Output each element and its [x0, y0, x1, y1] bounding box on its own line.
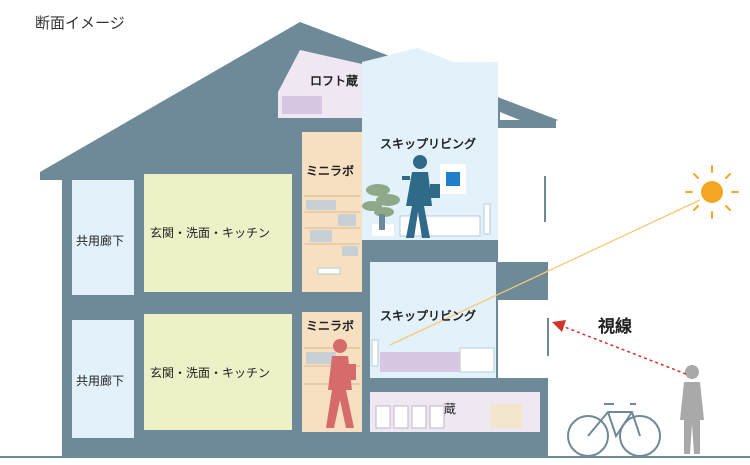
lab-shelves-upper — [304, 195, 360, 245]
lab-books-upper — [306, 200, 358, 256]
room-corridor-lower — [72, 320, 134, 438]
diagram-title: 断面イメージ — [35, 14, 125, 32]
person-lower — [326, 339, 356, 428]
label-sightline: 視線 — [598, 317, 632, 337]
desk-lower — [380, 352, 460, 372]
storage-boxes — [375, 405, 445, 429]
lamp-upper — [483, 203, 491, 235]
sightline-arrow — [561, 325, 687, 375]
room-skip-living-upper-roof — [362, 48, 498, 80]
sofa-lower — [459, 347, 495, 373]
room-corridor-upper — [72, 180, 134, 295]
label-skip-living-lower: スキップリビング — [380, 309, 477, 323]
sun-icon — [685, 165, 739, 219]
person-upper — [402, 155, 440, 238]
label-corridor-lower: 共用廊下 — [76, 374, 125, 388]
room-entrance-upper — [144, 174, 292, 292]
label-corridor-upper: 共用廊下 — [76, 234, 125, 248]
lab-stool-upper — [317, 267, 341, 275]
lamp-lower — [371, 339, 379, 367]
label-skip-living-upper: スキップリビング — [380, 137, 477, 151]
storage-table — [490, 404, 522, 428]
loft-shelf — [282, 96, 322, 114]
balcony-upper-opening — [500, 130, 544, 260]
picture-frame-inner — [446, 172, 460, 186]
label-entrance-upper: 玄関・洗面・キッチン — [150, 226, 271, 240]
room-entrance-lower — [144, 314, 292, 430]
person-outside — [680, 365, 704, 454]
label-entrance-lower: 玄関・洗面・キッチン — [150, 366, 271, 380]
sightline-arrowhead — [552, 320, 566, 332]
bicycle — [567, 403, 661, 457]
label-storage: 蔵 — [444, 402, 457, 416]
balcony-lower-opening — [500, 302, 544, 376]
plant — [362, 184, 400, 230]
sun-ray — [389, 199, 701, 346]
label-mini-lab-lower: ミニラボ — [306, 319, 355, 333]
label-mini-lab-upper: ミニラボ — [306, 164, 355, 178]
lab-books-lower — [306, 352, 336, 364]
label-loft: ロフト蔵 — [310, 74, 359, 88]
